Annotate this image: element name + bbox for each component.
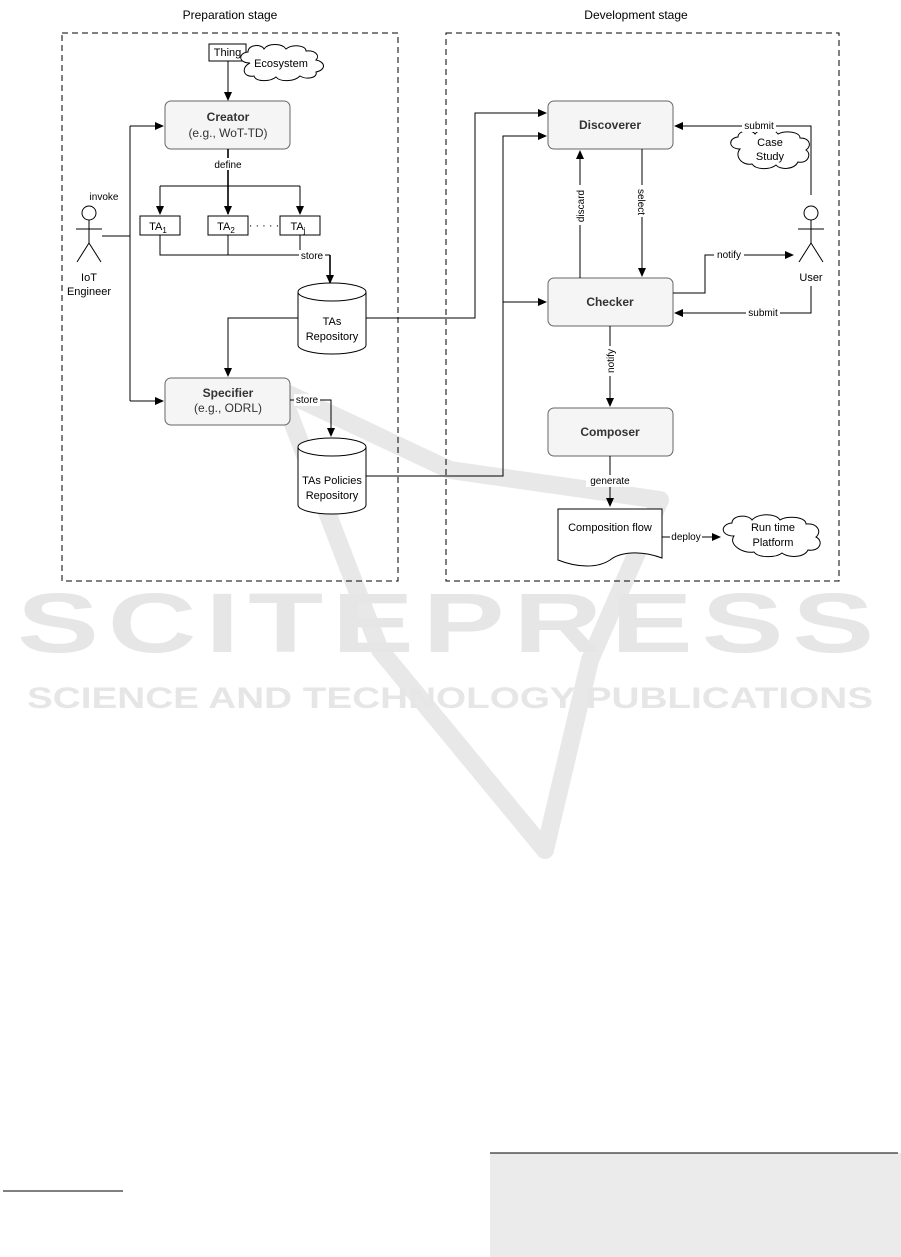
iot-engineer-actor (76, 205, 102, 263)
specifier-subtitle: (e.g., ODRL) (194, 401, 262, 415)
development-stage-title: Development stage (584, 8, 688, 22)
submit-top-label: submit (744, 121, 774, 132)
deploy-label: deploy (671, 532, 700, 543)
policies-repository-cylinder (297, 447, 367, 515)
runtime-platform-cloud (722, 514, 821, 558)
store-ta-label-bg (299, 250, 325, 262)
runtime-platform-label-2: Platform (753, 537, 794, 549)
define-label-bg (210, 158, 244, 170)
composition-flow-label: Composition flow (568, 522, 652, 534)
iot-engineer-label-1: IoT (81, 272, 97, 284)
submit-top-label-bg (742, 120, 776, 132)
submit-bottom-arrow (674, 286, 812, 317)
discoverer-title: Discoverer (579, 118, 641, 132)
store-policy-label: store (296, 395, 319, 406)
select-label: select (635, 189, 646, 215)
policies-repository-label-2: Repository (306, 490, 359, 502)
thing-label: Thing (214, 47, 242, 59)
repo-to-specifier-arrow (224, 317, 298, 377)
specifier-title: Specifier (203, 386, 254, 400)
case-study-label-1: Case (757, 137, 783, 149)
runtime-platform-label-1: Run time (751, 522, 795, 534)
submit-bottom-label-bg (746, 307, 780, 319)
watermark-main-text: SCITEPRESS (17, 576, 883, 670)
deploy-label-bg (670, 531, 702, 543)
user-label: User (799, 272, 823, 284)
creator-subtitle: (e.g., WoT-TD) (188, 126, 267, 140)
notify-composer-label: notify (606, 349, 617, 373)
store-ta-label: store (301, 251, 324, 262)
notify-user-label-bg (714, 249, 744, 261)
taj-label: TAj (290, 221, 305, 235)
user-actor (798, 205, 824, 263)
checker-title: Checker (586, 295, 634, 309)
discard-label-bg (574, 185, 586, 225)
ta-repo-to-discoverer-arrow (366, 109, 547, 319)
watermark-sub-text: SCIENCE AND TECHNOLOGY PUBLICATIONS (27, 682, 873, 715)
composition-flow-document (557, 508, 663, 567)
watermark-logo-shape (271, 381, 669, 859)
ta-repository-cylinder (297, 292, 367, 355)
ta-repository-top (297, 282, 367, 302)
watermark: SCITEPRESS SCIENCE AND TECHNOLOGY PUBLIC… (17, 381, 883, 859)
composer-title: Composer (580, 425, 640, 439)
invoke-label: invoke (90, 192, 119, 203)
ecosystem-label: Ecosystem (254, 58, 308, 70)
ta-repository-label-1: TAs (323, 316, 342, 328)
select-label-bg (636, 185, 648, 217)
ta2-label: TA2 (217, 221, 235, 235)
generate-label: generate (590, 476, 630, 487)
preparation-stage-title: Preparation stage (183, 8, 278, 22)
iot-engineer-label-2: Engineer (67, 286, 111, 298)
policies-repository-label-1: TAs Policies (302, 475, 362, 487)
footer-grey-block (490, 1153, 901, 1257)
discard-label: discard (576, 190, 587, 222)
store-policy-label-bg (294, 394, 320, 406)
ta-repository-label-2: Repository (306, 331, 359, 343)
notify-composer-label-bg (604, 346, 616, 376)
specifier-box (164, 377, 291, 426)
policies-repository-top (297, 437, 367, 457)
creator-title: Creator (207, 110, 250, 124)
submit-bottom-label: submit (748, 308, 778, 319)
ta-collect-line (159, 235, 330, 256)
ecosystem-cloud (240, 44, 324, 82)
discoverer-box (547, 100, 674, 150)
submit-top-arrow (674, 122, 812, 195)
ta1-label: TA1 (149, 221, 167, 235)
policies-to-discoverer-arrow (366, 132, 547, 477)
notify-user-label: notify (717, 250, 741, 261)
define-label: define (214, 160, 242, 171)
case-study-label-2: Study (756, 151, 785, 163)
generate-label-bg (586, 475, 634, 487)
preparation-stage-frame (61, 32, 399, 582)
notify-user-arrow (673, 251, 794, 294)
ta-ellipsis: · · · · · (249, 220, 280, 232)
creator-box (164, 100, 291, 150)
